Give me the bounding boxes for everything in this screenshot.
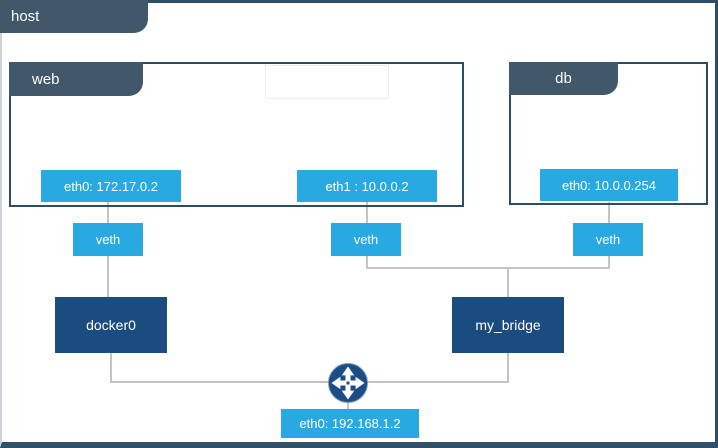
web-label: web — [32, 70, 60, 88]
connector-line — [608, 202, 610, 223]
veth-box: veth — [73, 223, 143, 256]
connector-line — [608, 256, 610, 269]
my-bridge: my_bridge — [452, 297, 564, 353]
web-eth1-interface: eth1 : 10.0.0.2 — [297, 170, 437, 202]
db-eth0-interface: eth0: 10.0.0.254 — [540, 169, 678, 201]
connector-line — [507, 353, 509, 383]
host-eth0-interface: eth0: 192.168.1.2 — [281, 409, 419, 438]
docker0-bridge: docker0 — [55, 297, 167, 353]
veth-box: veth — [573, 223, 643, 256]
host-tab: host — [0, 0, 148, 33]
connector-line — [366, 267, 610, 269]
db-tab: db — [509, 62, 618, 95]
web-eth0-interface: eth0: 172.17.0.2 — [41, 170, 181, 202]
connector-line — [107, 202, 109, 223]
connector-line — [111, 381, 508, 383]
connector-line — [347, 400, 349, 409]
empty-placeholder-box — [265, 65, 389, 99]
veth-box: veth — [331, 223, 401, 256]
web-container — [9, 62, 464, 207]
connector-line — [107, 256, 109, 297]
connector-line — [110, 353, 112, 383]
connector-line — [366, 256, 368, 269]
router-icon — [328, 363, 368, 403]
db-label: db — [555, 70, 572, 87]
host-label: host — [11, 8, 40, 25]
connector-line — [507, 269, 509, 297]
web-tab: web — [9, 62, 143, 96]
connector-line — [366, 202, 368, 223]
